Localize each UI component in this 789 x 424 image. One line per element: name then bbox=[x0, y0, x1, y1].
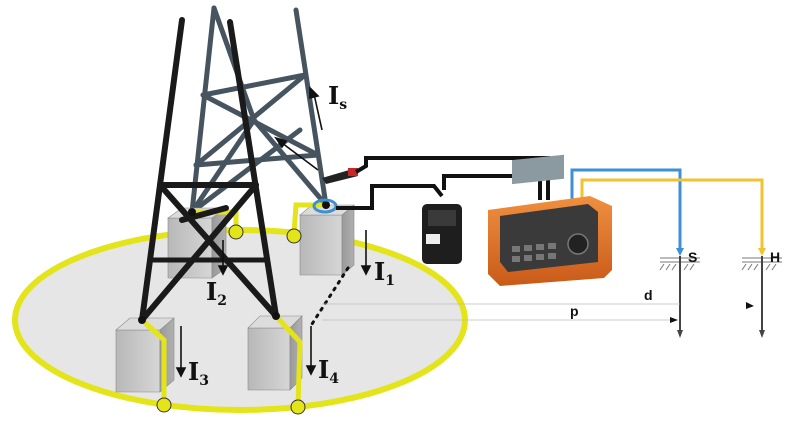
lead-h bbox=[580, 178, 764, 252]
label-probe-s: S bbox=[688, 249, 697, 265]
label-probe-h: H bbox=[770, 249, 780, 265]
leg-foot-3 bbox=[138, 316, 146, 324]
probe-rod-h-tip bbox=[759, 330, 765, 338]
leg-foot-1 bbox=[322, 201, 330, 209]
bond-leads-front bbox=[140, 314, 303, 407]
probe-rod-s-tip bbox=[677, 330, 683, 338]
tower-front-frame bbox=[139, 17, 279, 323]
tower-current-arrows bbox=[274, 86, 323, 171]
label-current-4: I4 bbox=[318, 355, 339, 387]
label-distance-d: d bbox=[644, 287, 653, 303]
tower-back-frame bbox=[189, 5, 329, 215]
footing-block-1 bbox=[299, 204, 355, 276]
leg-foot-4 bbox=[272, 312, 280, 320]
label-current-3: I3 bbox=[188, 357, 209, 389]
leg-current-arrows bbox=[175, 230, 372, 378]
clamp-adapter-icon bbox=[422, 204, 462, 264]
probe-s-arrow bbox=[676, 248, 684, 256]
label-current-s: Is bbox=[328, 81, 347, 113]
bond-point-3 bbox=[156, 397, 172, 413]
label-current-1: I1 bbox=[374, 257, 395, 289]
distance-d-arrow bbox=[746, 302, 754, 309]
footing-block-4 bbox=[247, 315, 303, 391]
bond-point-4 bbox=[290, 399, 306, 415]
distance-p-arrow bbox=[670, 317, 678, 323]
leg-foot-2 bbox=[188, 208, 196, 216]
bond-point-1 bbox=[286, 228, 302, 244]
label-distance-p: p bbox=[570, 303, 579, 319]
earth-resistance-meter-icon bbox=[488, 154, 612, 286]
lead-clamp bbox=[336, 184, 444, 210]
lead-adapter-meter bbox=[442, 174, 542, 200]
crocodile-clip-icon bbox=[322, 168, 358, 184]
bond-point-2 bbox=[228, 224, 244, 240]
lead-s bbox=[570, 168, 682, 252]
label-current-2: I2 bbox=[206, 277, 227, 309]
distance-dots bbox=[310, 266, 350, 326]
probe-h-arrow bbox=[758, 248, 766, 256]
